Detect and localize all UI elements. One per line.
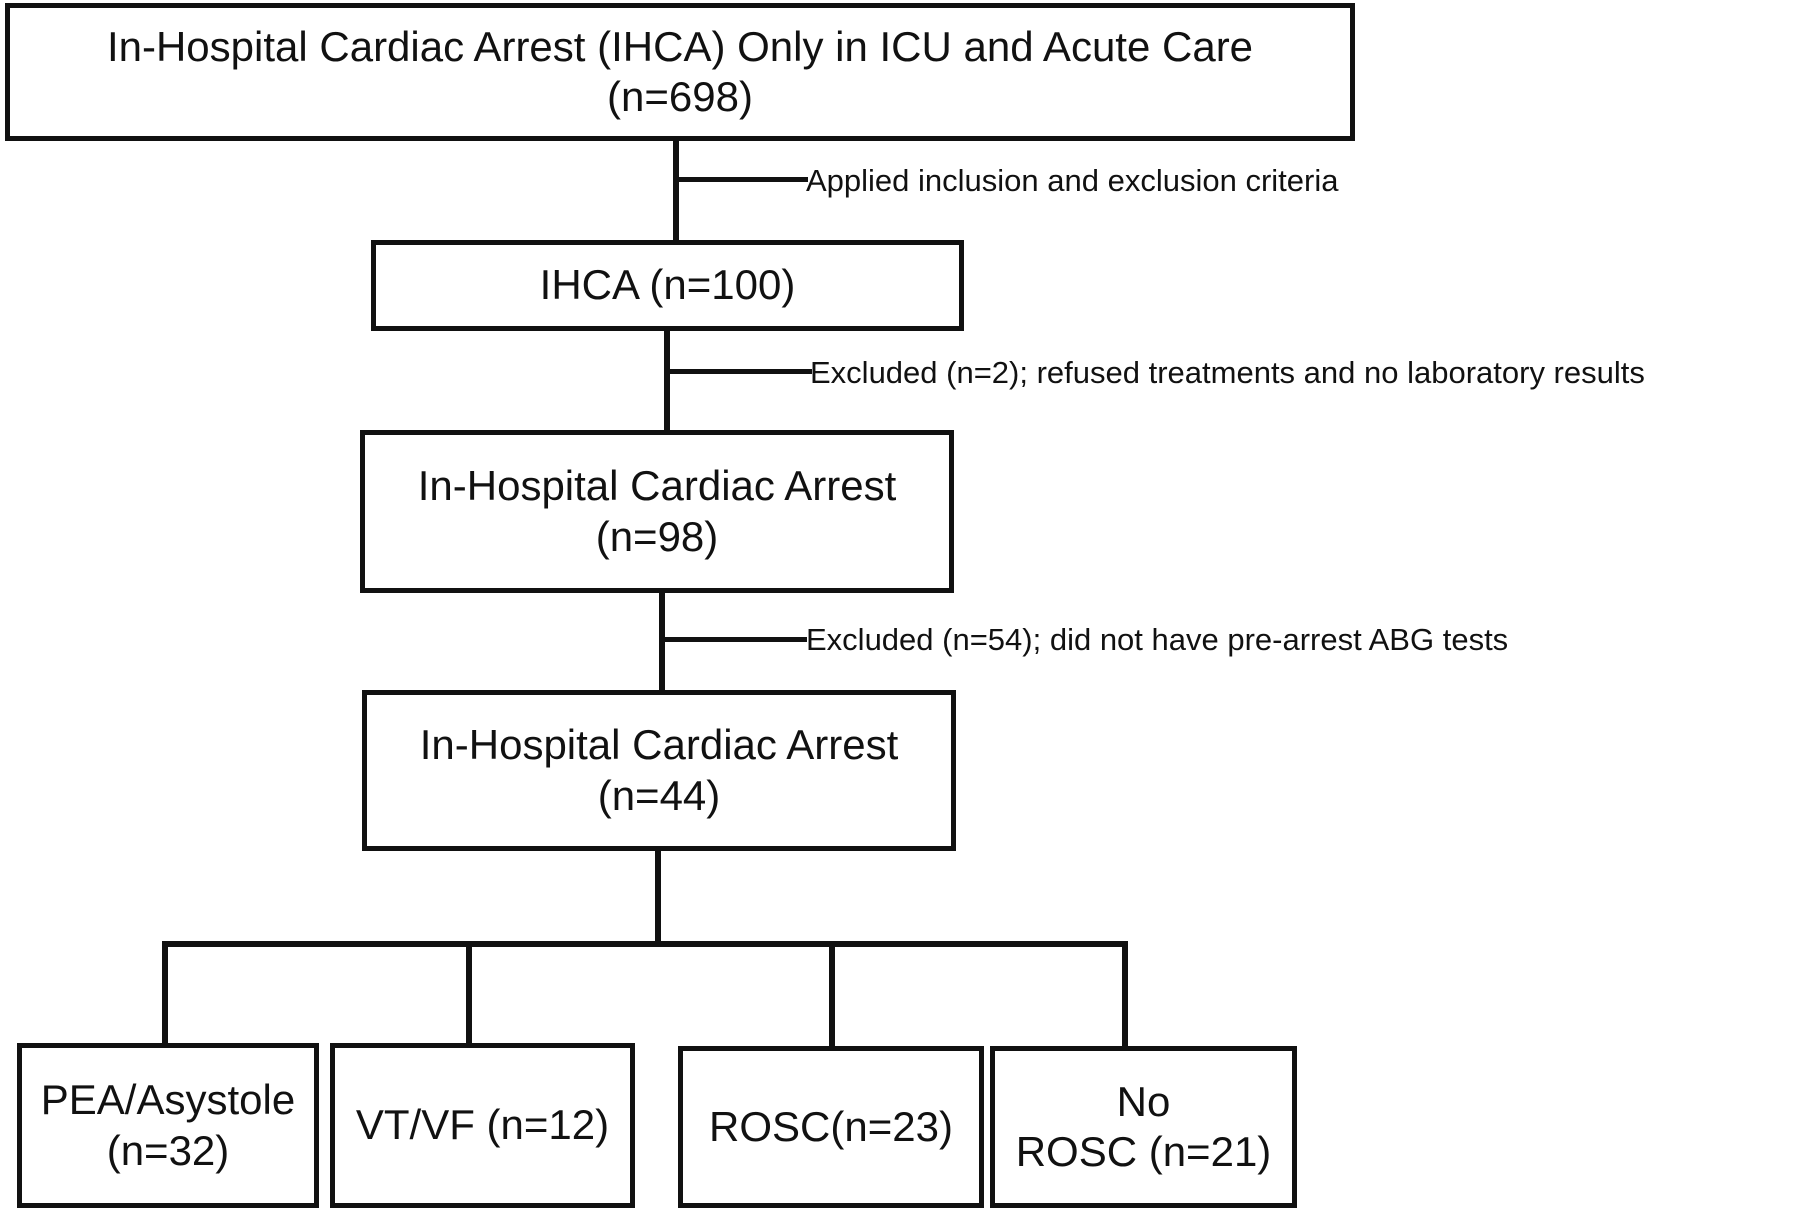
node-norosc-label: No: [1116, 1077, 1171, 1125]
node-total-count: (n=698): [607, 73, 753, 120]
node-vtvf: VT/VF (n=12): [330, 1043, 635, 1208]
node-pea-count: (n=32): [106, 1126, 230, 1174]
node-norosc: No ROSC (n=21): [990, 1046, 1297, 1208]
connector-1: [673, 136, 679, 244]
connector-to-norosc: [1122, 941, 1128, 1046]
connector-to-pea: [162, 941, 168, 1046]
node-stage4: In-Hospital Cardiac Arrest (n=44): [362, 690, 956, 851]
note-criteria: Applied inclusion and exclusion criteria: [806, 163, 1339, 198]
node-rosc-label: ROSC(n=23): [709, 1102, 953, 1150]
connector-2-branch: [664, 369, 812, 374]
connector-2: [664, 328, 670, 434]
node-stage4-count: (n=44): [597, 771, 721, 819]
node-stage3-count: (n=98): [595, 512, 719, 560]
node-stage4-label: In-Hospital Cardiac Arrest: [419, 721, 899, 769]
node-total: In-Hospital Cardiac Arrest (IHCA) Only i…: [5, 3, 1355, 141]
node-ihca: IHCA (n=100): [371, 240, 964, 331]
node-ihca-label: IHCA (n=100): [539, 261, 796, 309]
connector-to-vtvf: [466, 941, 472, 1046]
connector-to-rosc: [829, 941, 835, 1046]
connector-1-branch: [673, 177, 808, 182]
node-pea-label: PEA/Asystole: [40, 1076, 296, 1124]
note-excluded-1: Excluded (n=2); refused treatments and n…: [810, 355, 1645, 390]
node-vtvf-label: VT/VF (n=12): [355, 1101, 610, 1149]
note-excluded-2: Excluded (n=54); did not have pre-arrest…: [806, 622, 1509, 657]
node-total-label: In-Hospital Cardiac Arrest (IHCA) Only i…: [106, 22, 1254, 70]
connector-3: [659, 590, 665, 694]
connector-3-branch: [659, 637, 807, 642]
connector-4: [655, 848, 661, 944]
connector-split-bar: [162, 941, 1128, 947]
node-stage3: In-Hospital Cardiac Arrest (n=98): [360, 430, 954, 593]
node-pea: PEA/Asystole (n=32): [17, 1043, 319, 1208]
node-stage3-label: In-Hospital Cardiac Arrest: [417, 462, 897, 510]
node-rosc: ROSC(n=23): [678, 1046, 984, 1208]
node-norosc-count: ROSC (n=21): [1015, 1128, 1272, 1175]
